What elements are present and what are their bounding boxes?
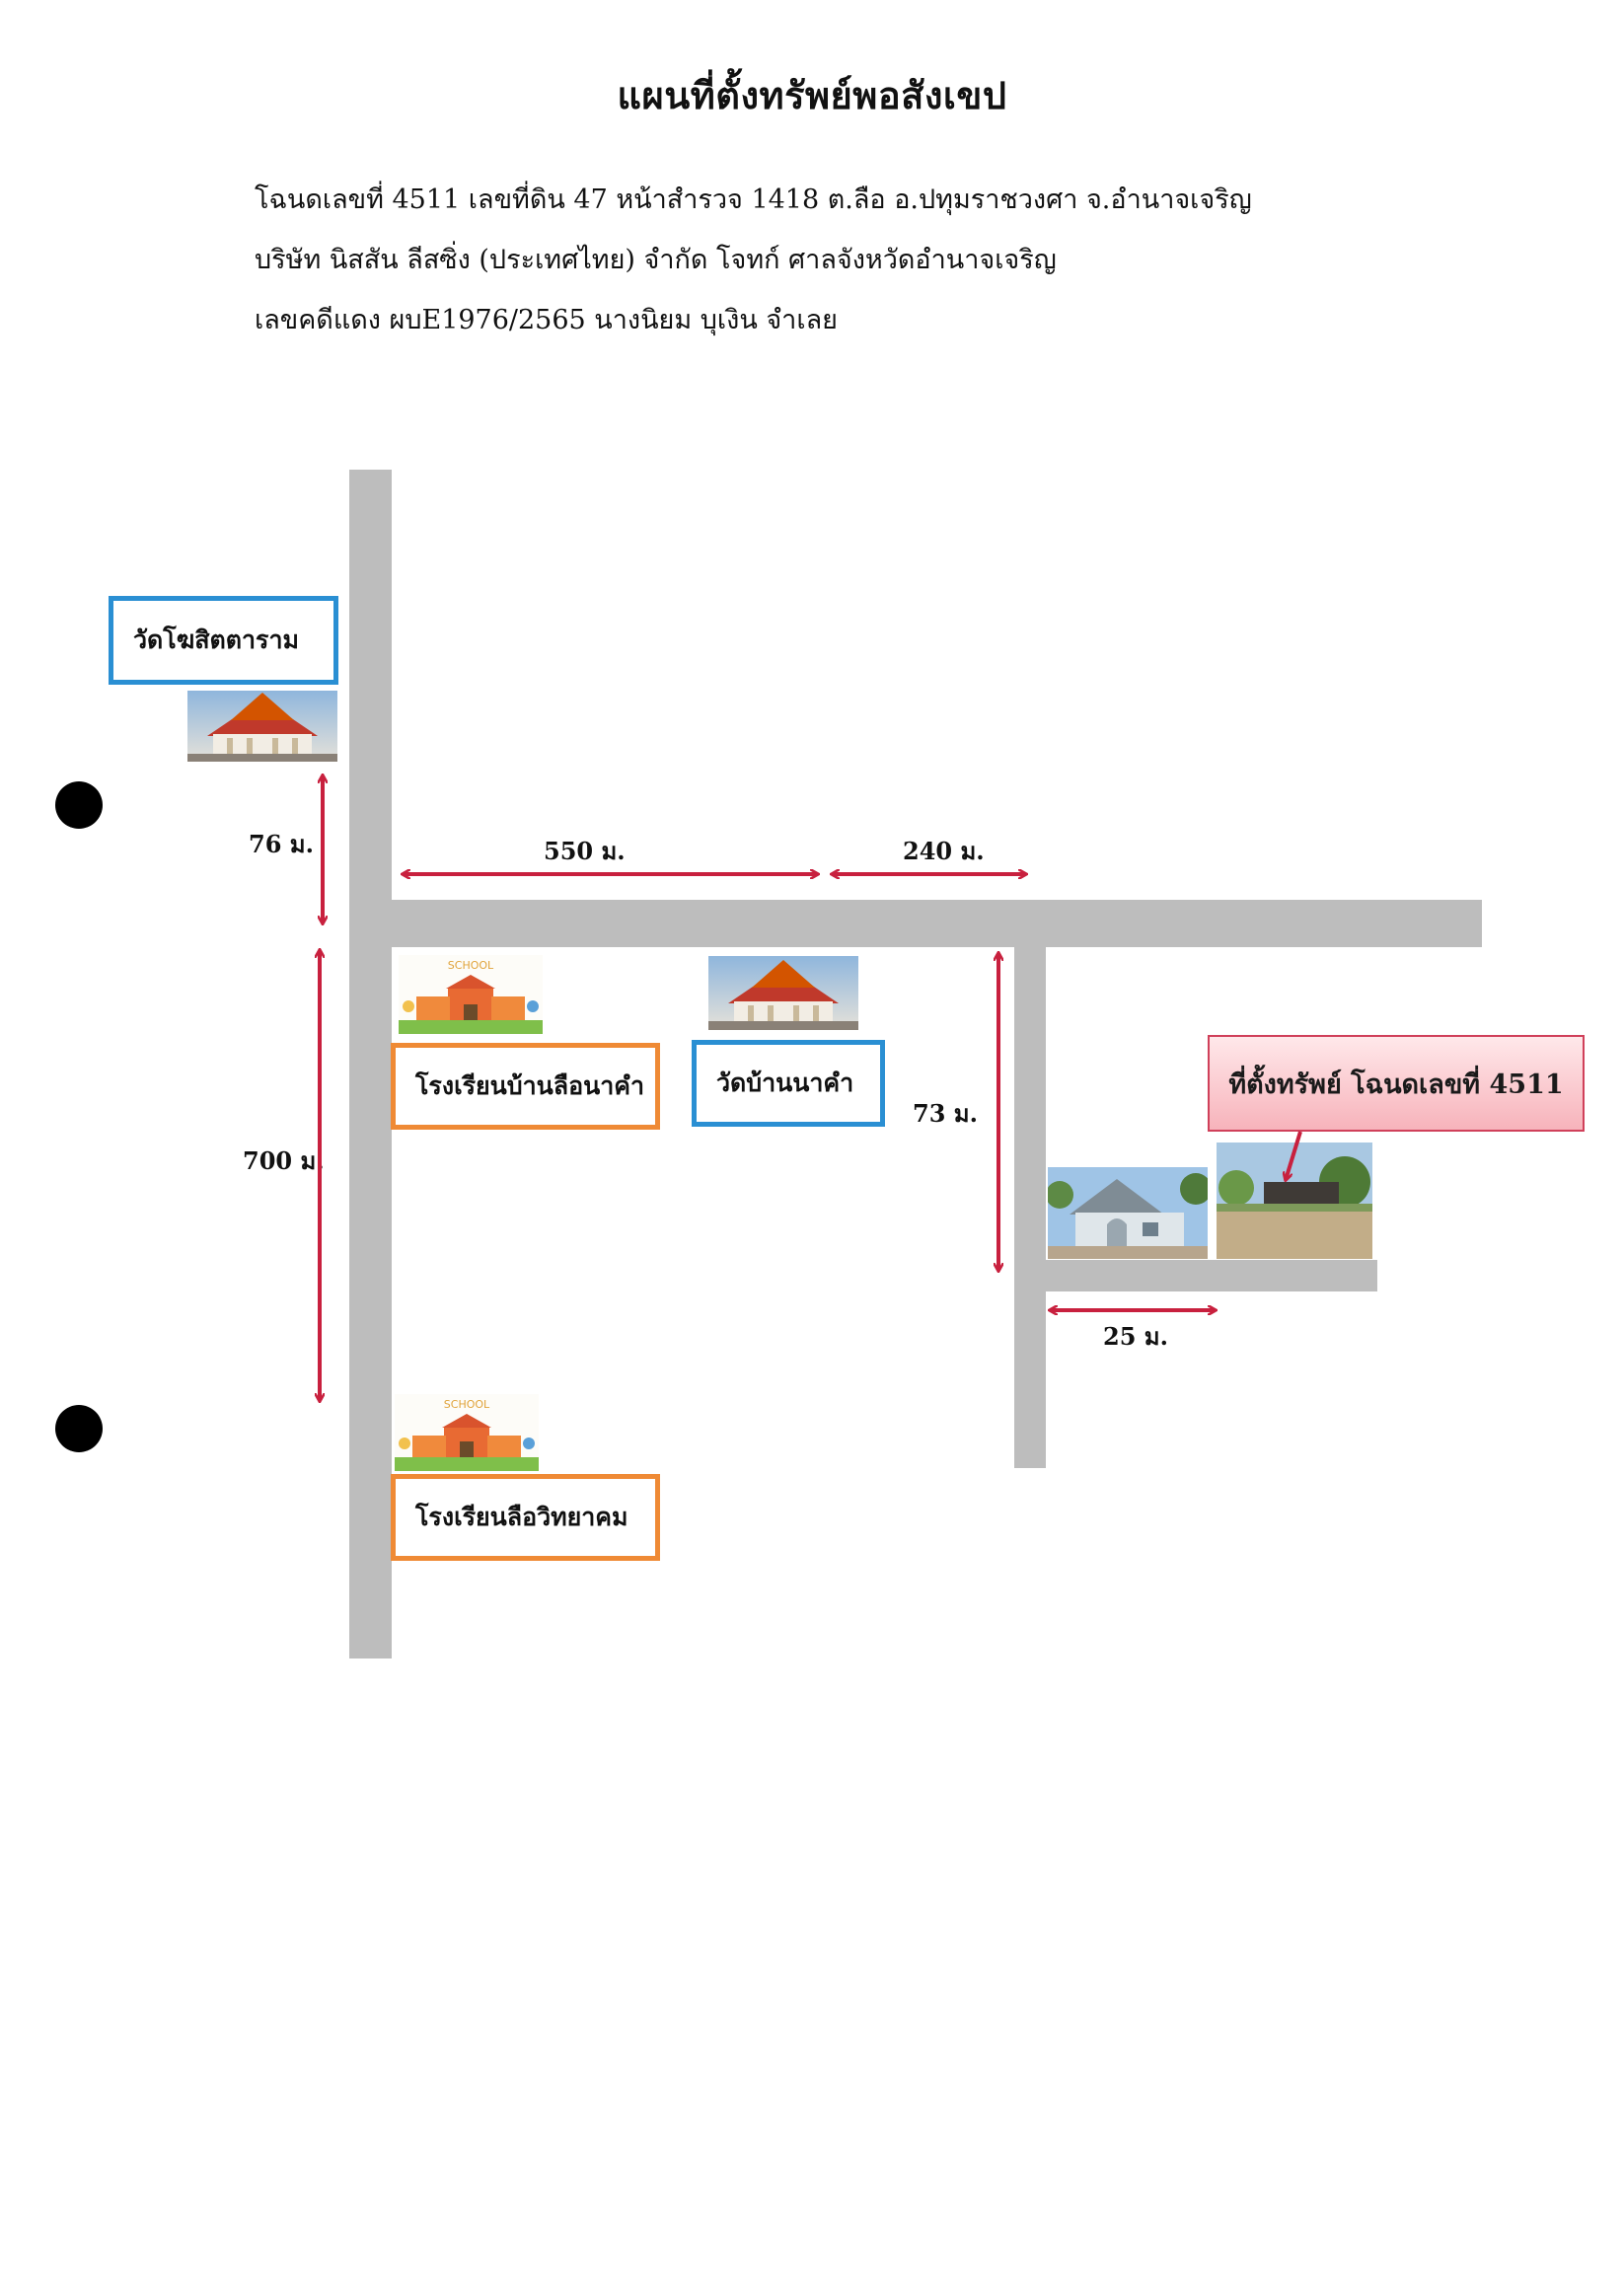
main-road-vertical xyxy=(349,470,392,1658)
school-illustration-2: SCHOOL xyxy=(395,1394,539,1471)
distance-label-76m: 76 ม. xyxy=(249,830,314,858)
property-location-callout: ที่ตั้งทรัพย์ โฉนดเลขที่ 4511 xyxy=(1208,1035,1585,1132)
school-illustration-1-image: SCHOOL xyxy=(399,955,543,1034)
punch-hole-top xyxy=(55,781,103,829)
school-label-ban-lue-na-kham: โรงเรียนบ้านลือนาคำ xyxy=(391,1043,660,1130)
arrow-property-pointer xyxy=(1286,1131,1302,1180)
temple-photo-2-image xyxy=(708,956,858,1030)
deed-info-line: โฉนดเลขที่ 4511 เลขที่ดิน 47 หน้าสำรวจ 1… xyxy=(255,184,1252,215)
school-sign-2: SCHOOL xyxy=(444,1398,490,1411)
distance-label-700m: 700 ม. xyxy=(243,1146,325,1175)
map-title: แผนที่ตั้งทรัพย์พอสังเขป xyxy=(617,73,1007,117)
distance-label-25m: 25 ม. xyxy=(1103,1322,1168,1351)
property-land-photo-image xyxy=(1217,1142,1372,1259)
temple-label-wat-ban-na-kham: วัดบ้านนาคำ xyxy=(692,1040,885,1127)
property-lane xyxy=(1046,1260,1377,1291)
school-sign-1: SCHOOL xyxy=(448,959,494,972)
temple-photo-1-image xyxy=(187,691,337,762)
main-road-horizontal xyxy=(392,900,1482,947)
punch-hole-bottom xyxy=(55,1405,103,1452)
distance-label-240m: 240 ม. xyxy=(903,837,985,865)
case-number-line: เลขคดีแดง ผบE1976/2565 นางนิยม บุเงิน จำ… xyxy=(255,305,838,335)
property-house-photo xyxy=(1048,1167,1208,1259)
temple-photo-2 xyxy=(708,956,858,1030)
temple-label-wat-khositaram: วัดโฆสิตตาราม xyxy=(109,596,338,685)
case-parties-line: บริษัท นิสสัน ลีสซิ่ง (ประเทศไทย) จำกัด … xyxy=(255,245,1057,275)
school-label-lue-witthayakhom: โรงเรียนลือวิทยาคม xyxy=(391,1474,660,1561)
property-land-photo xyxy=(1217,1142,1372,1259)
school-illustration-1: SCHOOL xyxy=(399,955,543,1034)
school-illustration-2-image: SCHOOL xyxy=(395,1394,539,1471)
property-house-photo-image xyxy=(1048,1167,1208,1259)
temple-photo-1 xyxy=(187,691,337,762)
distance-label-73m: 73 ม. xyxy=(913,1099,978,1128)
distance-label-550m: 550 ม. xyxy=(544,837,626,865)
side-road-vertical xyxy=(1014,947,1046,1468)
